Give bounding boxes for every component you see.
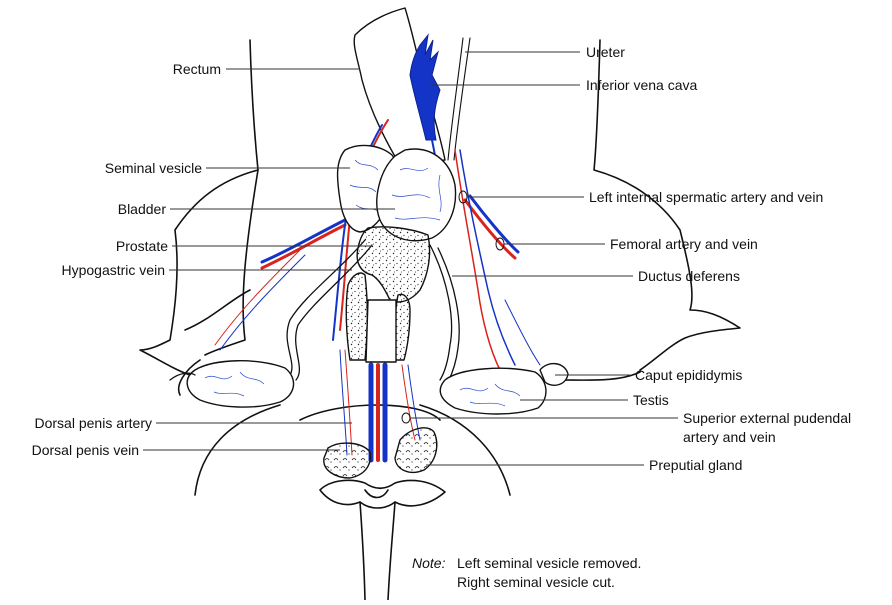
label-seminal-vesicle: Seminal vesicle: [105, 160, 202, 176]
label-superior-external-pudendal-2: artery and vein: [683, 429, 776, 445]
preputial-gland-shapes: [323, 427, 438, 479]
labels: Rectum Seminal vesicle Bladder Prostate …: [32, 44, 852, 473]
bladder-shape: [376, 148, 457, 242]
label-bladder: Bladder: [118, 201, 167, 217]
label-prostate: Prostate: [116, 238, 168, 254]
vessels: [214, 119, 541, 463]
ureter-lines: [447, 37, 471, 161]
ductus-deferens: [286, 239, 460, 383]
label-inferior-vena-cava: Inferior vena cava: [586, 77, 697, 93]
note: Note: Left seminal vesicle removed. Righ…: [412, 555, 641, 590]
label-ureter: Ureter: [586, 44, 625, 60]
testis-right-shape: [439, 363, 569, 415]
label-hypogastric-vein: Hypogastric vein: [62, 262, 166, 278]
label-caput-epididymis: Caput epididymis: [635, 367, 742, 383]
label-rectum: Rectum: [173, 61, 221, 77]
note-label: Note:: [412, 555, 446, 571]
note-line-1: Left seminal vesicle removed.: [457, 555, 641, 571]
label-superior-external-pudendal-1: Superior external pudendal: [683, 410, 851, 426]
label-dorsal-penis-vein: Dorsal penis vein: [32, 442, 139, 458]
note-line-2: Right seminal vesicle cut.: [457, 574, 615, 590]
label-ductus-deferens: Ductus deferens: [638, 268, 740, 284]
prostate-shape: [345, 226, 431, 363]
label-left-internal-spermatic: Left internal spermatic artery and vein: [589, 189, 823, 205]
leader-lines: [143, 51, 678, 466]
label-femoral-artery-vein: Femoral artery and vein: [610, 236, 758, 252]
label-testis: Testis: [633, 392, 669, 408]
label-preputial-gland: Preputial gland: [649, 457, 742, 473]
label-dorsal-penis-artery: Dorsal penis artery: [35, 415, 153, 431]
testis-left-shape: [169, 360, 295, 408]
body-outline: [139, 39, 741, 601]
